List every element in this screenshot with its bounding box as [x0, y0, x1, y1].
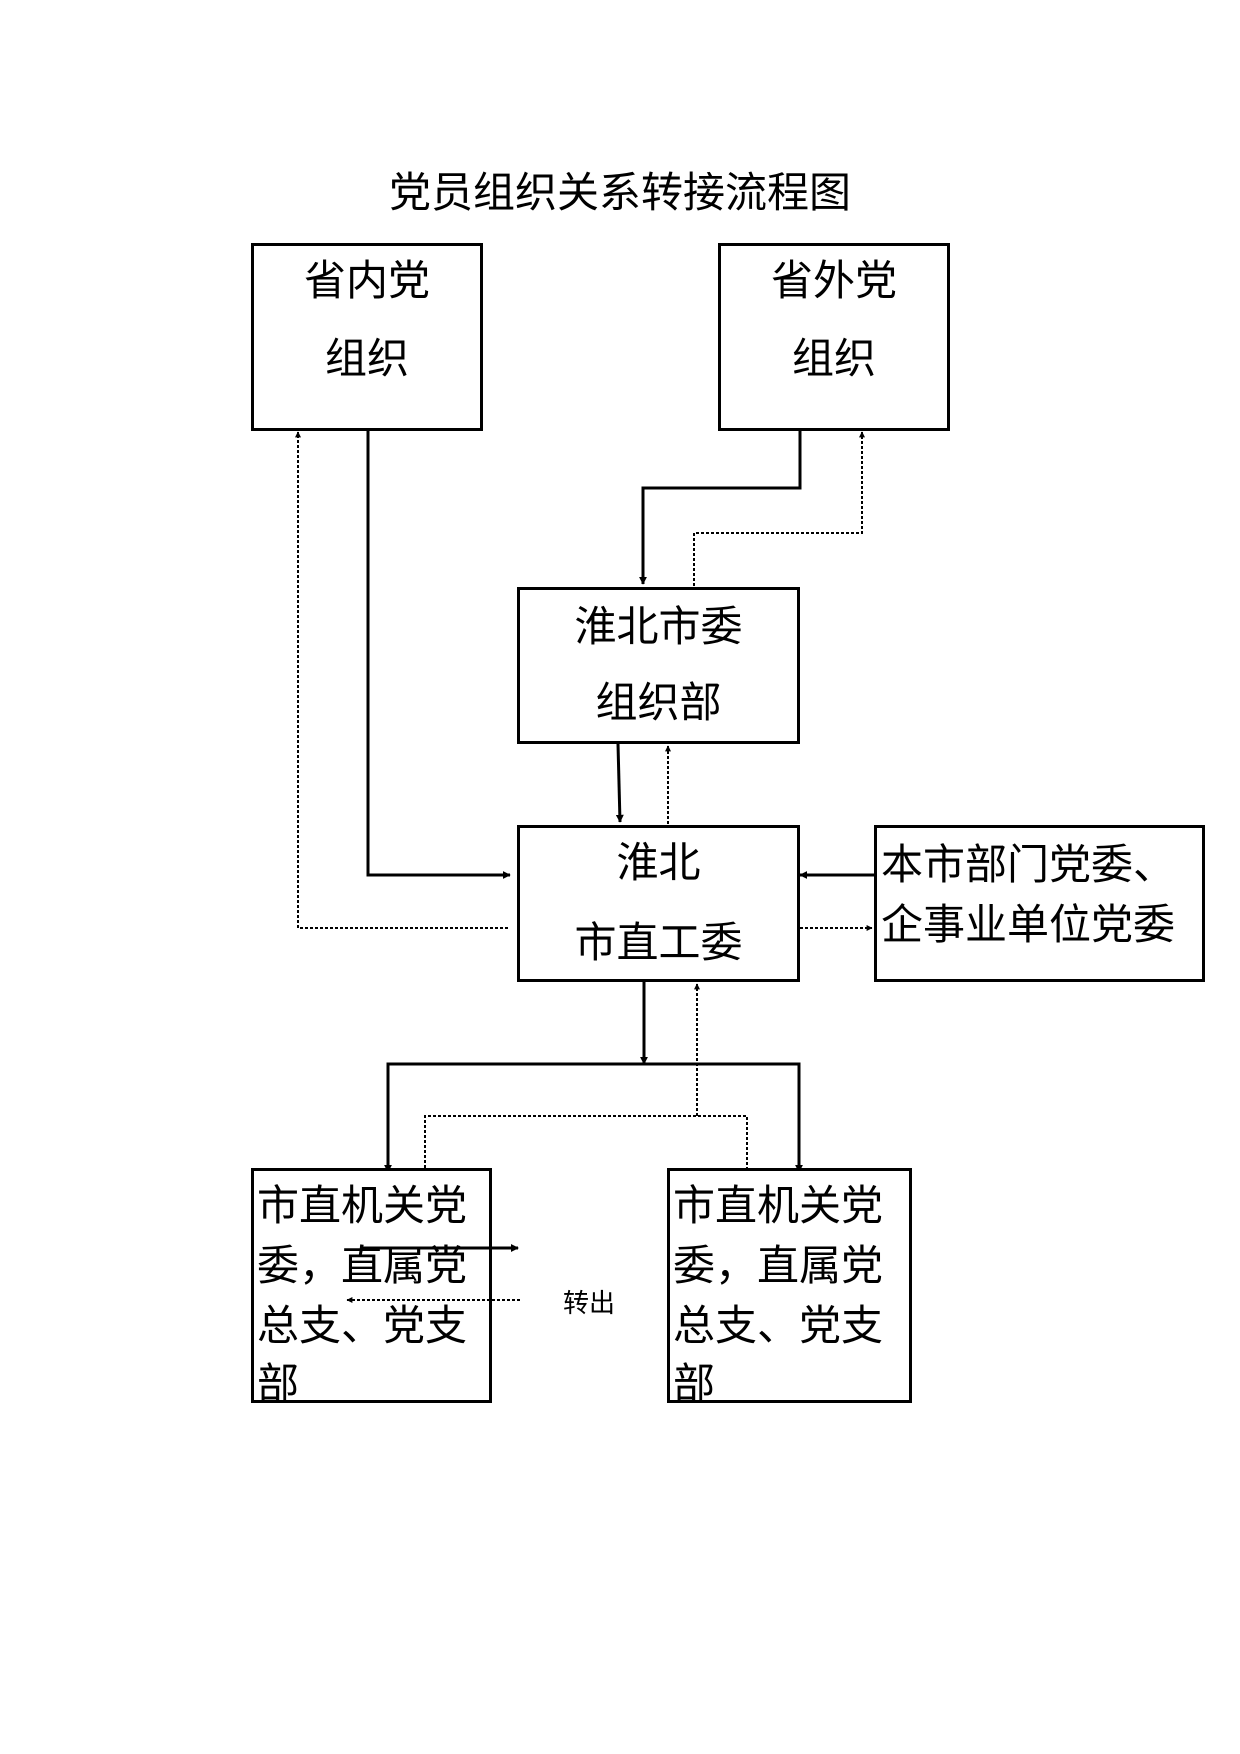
- arrow-org-to-province-out: [693, 431, 865, 586]
- node-city-dept-line-1: 本市部门党委、: [881, 840, 1176, 889]
- node-branch-left: 市直机关党 委，直属党 总支、党支 部: [251, 1168, 492, 1408]
- node-province-in-line-1: 省内党: [303, 256, 430, 305]
- node-province-in: 省内党 组织: [251, 243, 483, 431]
- node-branch-left-line-4: 部: [257, 1359, 300, 1408]
- node-city-org-line-1: 淮北市委: [574, 602, 743, 651]
- page-title: 党员组织关系转接流程图: [388, 168, 851, 217]
- arrow-province-out-to-org: [639, 430, 802, 585]
- node-city-work-line-2: 市直工委: [574, 918, 743, 967]
- arrow-org-to-work: [615, 743, 624, 823]
- node-branch-right-line-3: 总支、党支: [673, 1301, 884, 1350]
- arrow-branches-to-work: [424, 1115, 748, 1168]
- node-city-work-line-1: 淮北: [616, 838, 701, 887]
- node-province-out-line-2: 组织: [791, 334, 876, 383]
- transfer-label: 转出: [563, 1289, 616, 1319]
- node-province-in-line-2: 组织: [324, 334, 409, 383]
- arrow-work-to-province-in: [295, 431, 508, 929]
- node-city-dept-line-2: 企事业单位党委: [881, 900, 1176, 949]
- node-branch-right-line-4: 部: [673, 1359, 716, 1408]
- node-branch-right-line-1: 市直机关党: [673, 1181, 884, 1230]
- node-branch-left-line-3: 总支、党支: [257, 1301, 468, 1350]
- node-province-out: 省外党 组织: [718, 243, 950, 431]
- arrow-work-to-branch-left: [384, 1062, 803, 1173]
- node-branch-left-line-1: 市直机关党: [257, 1181, 468, 1230]
- node-city-org: 淮北市委 组织部: [517, 587, 800, 744]
- node-branch-right-line-2: 委，直属党: [673, 1241, 884, 1290]
- arrow-province-in-to-work: [366, 430, 511, 879]
- node-city-dept: 本市部门党委、 企事业单位党委: [874, 825, 1205, 982]
- node-city-work: 淮北 市直工委: [517, 825, 800, 982]
- node-province-out-line-1: 省外党: [770, 256, 897, 305]
- node-branch-right: 市直机关党 委，直属党 总支、党支 部: [667, 1168, 912, 1408]
- node-branch-left-line-2: 委，直属党: [257, 1241, 468, 1290]
- node-city-org-line-2: 组织部: [595, 678, 722, 727]
